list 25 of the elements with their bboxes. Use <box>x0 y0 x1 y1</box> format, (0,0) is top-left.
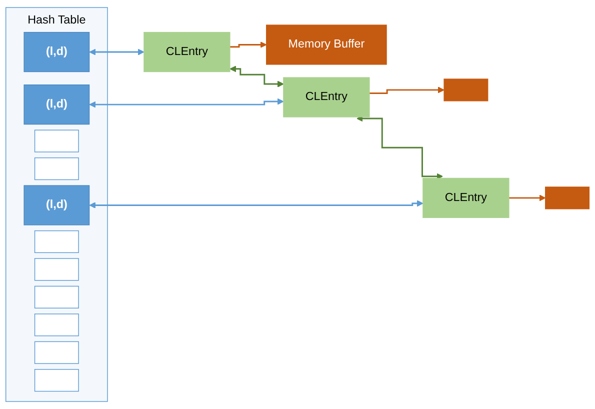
node-box: CLEntry <box>144 32 230 72</box>
node-box <box>34 314 79 336</box>
arrow <box>89 48 144 56</box>
arrow <box>369 86 444 94</box>
node-bar <box>444 78 488 102</box>
node-box <box>34 130 79 152</box>
node-box: (l,d) <box>24 32 90 72</box>
arrow <box>230 42 267 48</box>
node-box: CLEntry <box>422 178 510 218</box>
node-box <box>34 286 79 308</box>
node-box <box>34 157 79 180</box>
node-box <box>34 230 79 254</box>
node-box <box>34 369 79 392</box>
node-box: CLEntry <box>283 77 370 118</box>
node-box: (l,d) <box>24 84 90 125</box>
arrow <box>89 200 424 208</box>
node-box <box>34 341 79 364</box>
node-box <box>34 258 79 281</box>
arrow <box>356 115 443 180</box>
node-box: Memory Buffer <box>266 24 387 65</box>
arrow <box>89 98 284 108</box>
node-box: (l,d) <box>24 185 90 226</box>
node-bar <box>545 186 590 210</box>
arrow <box>508 194 546 202</box>
arrow <box>230 66 284 88</box>
